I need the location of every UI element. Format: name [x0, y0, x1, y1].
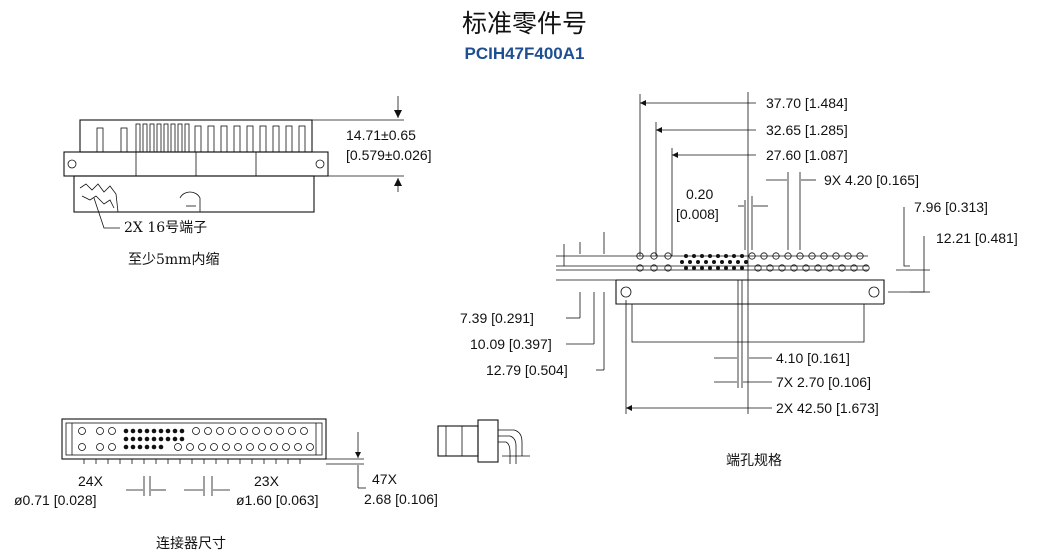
- pin-count-left: 24X: [78, 473, 104, 489]
- height-dim-1: 14.71±0.65: [346, 127, 416, 143]
- height-dim-2: [0.579±0.026]: [346, 147, 432, 163]
- dim-2x-42-50: 2X 42.50 [1.673]: [776, 400, 879, 416]
- pin-length: 2.68 [0.106]: [364, 491, 438, 507]
- dim-7x-2-70: 7X 2.70 [0.106]: [776, 374, 871, 390]
- page-title: 标准零件号: [461, 9, 587, 38]
- recess-note: 至少5mm内缩: [128, 252, 219, 268]
- dim-0-008: [0.008]: [676, 206, 719, 222]
- total-count: 47X: [372, 471, 398, 487]
- dim-12-79: 12.79 [0.504]: [486, 362, 568, 378]
- connector-caption: 连接器尺寸: [156, 535, 226, 552]
- dim-7-96: 7.96 [0.313]: [914, 199, 988, 215]
- pin-dia-right: ø1.60 [0.063]: [236, 492, 319, 508]
- hole-pattern-drawing: [556, 92, 930, 414]
- side-profile-drawing: [437, 419, 530, 464]
- side-view-drawing: [63, 96, 404, 229]
- part-number: PCIH47F400A1: [464, 44, 585, 63]
- dim-37-70: 37.70 [1.484]: [766, 95, 848, 111]
- dim-12-21: 12.21 [0.481]: [936, 230, 1018, 246]
- dim-7-39: 7.39 [0.291]: [460, 310, 534, 326]
- hole-pattern-caption: 端孔规格: [726, 453, 782, 469]
- dim-27-60: 27.60 [1.087]: [766, 147, 848, 163]
- dim-32-65: 32.65 [1.285]: [766, 122, 848, 138]
- pin-count-right: 23X: [254, 473, 280, 489]
- top-view-drawing: [61, 418, 366, 496]
- pin-dia-left: ø0.71 [0.028]: [14, 492, 97, 508]
- dim-4-10: 4.10 [0.161]: [776, 350, 850, 366]
- dim-0-20: 0.20: [686, 186, 713, 202]
- terminal-note: 2X 16号端子: [124, 220, 207, 236]
- dim-10-09: 10.09 [0.397]: [470, 336, 552, 352]
- dim-9x-4-20: 9X 4.20 [0.165]: [824, 172, 919, 188]
